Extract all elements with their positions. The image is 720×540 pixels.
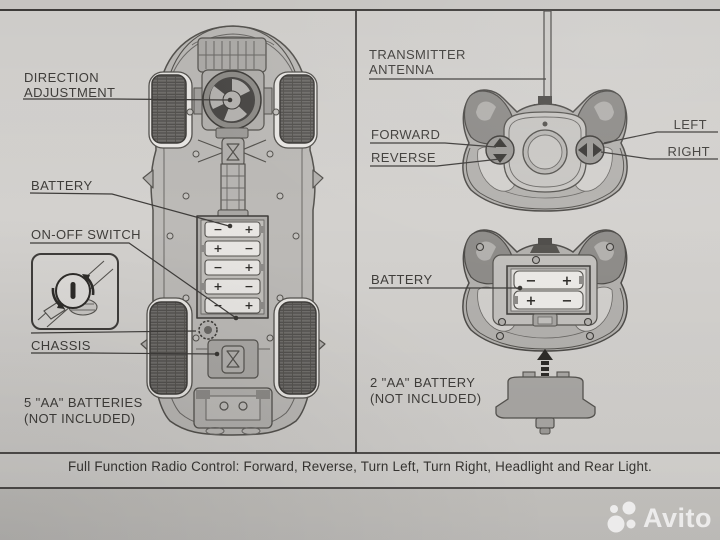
direction-adjustment-gear bbox=[193, 69, 273, 139]
power-symbol bbox=[70, 282, 76, 299]
car-bottom-view-illustration: − + + − − + + − − + bbox=[140, 25, 326, 436]
label-left: LEFT bbox=[673, 117, 707, 132]
label-forward: FORWARD bbox=[371, 127, 441, 142]
front-left-wheel bbox=[148, 71, 193, 149]
battery-cover bbox=[495, 371, 596, 435]
label-chassis: CHASSIS bbox=[31, 338, 91, 353]
footer-caption: Full Function Radio Control: Forward, Re… bbox=[68, 459, 652, 474]
avito-logo-icon bbox=[607, 501, 636, 533]
chassis-screws bbox=[166, 108, 300, 342]
tx-cell1-right-sign: + bbox=[562, 274, 573, 289]
label-direction-adjustment: DIRECTION ADJUSTMENT bbox=[24, 70, 116, 100]
rear-right-wheel bbox=[273, 297, 320, 399]
cell2-right-sign: − bbox=[244, 242, 253, 255]
note-transmitter-batteries: 2 "AA" BATTERY (NOT INCLUDED) bbox=[370, 375, 482, 406]
on-off-switch-inset bbox=[31, 253, 119, 330]
rear-left-wheel bbox=[146, 297, 193, 399]
page-frame bbox=[0, 9, 720, 489]
label-reverse: REVERSE bbox=[371, 150, 436, 165]
forward-reverse-button bbox=[485, 135, 515, 165]
cell2-left-sign: + bbox=[213, 242, 222, 255]
watermark: Avito bbox=[604, 498, 720, 538]
label-right: RIGHT bbox=[667, 144, 710, 159]
note-car-batteries: 5 "AA" BATTERIES (NOT INCLUDED) bbox=[24, 395, 143, 426]
tx-cell2-left-sign: + bbox=[526, 294, 537, 309]
tx-cell2-right-sign: − bbox=[562, 294, 573, 309]
front-axle-brace bbox=[197, 137, 267, 167]
car-on-off-switch-knob bbox=[198, 320, 218, 340]
rear-gearbox bbox=[196, 339, 270, 379]
cell5-right-sign: + bbox=[244, 299, 253, 312]
cell3-right-sign: + bbox=[244, 261, 253, 274]
label-transmitter-battery: BATTERY bbox=[371, 272, 433, 287]
car-battery-compartment: − + + − − + + − − + bbox=[196, 215, 269, 319]
cell4-left-sign: + bbox=[213, 280, 222, 293]
label-on-off-switch: ON-OFF SWITCH bbox=[31, 227, 141, 242]
cell3-left-sign: − bbox=[213, 261, 222, 274]
battery-cover-insert-arrow bbox=[537, 349, 553, 376]
cell1-right-sign: + bbox=[244, 223, 253, 236]
label-car-battery: BATTERY bbox=[31, 178, 93, 193]
cell4-right-sign: − bbox=[244, 280, 253, 293]
drive-shaft bbox=[217, 163, 249, 223]
transmitter-screws bbox=[475, 242, 615, 341]
cell1-left-sign: − bbox=[213, 223, 222, 236]
label-transmitter-antenna: TRANSMITTER ANTENNA bbox=[369, 47, 466, 77]
transmitter-back-view: − + + − bbox=[462, 229, 628, 352]
transmitter-antenna bbox=[543, 10, 552, 104]
transmitter-battery-compartment: − + + − bbox=[506, 265, 591, 315]
left-right-button bbox=[575, 135, 605, 165]
rear-bumper bbox=[193, 387, 273, 435]
leader-dots bbox=[214, 97, 523, 357]
avito-wordmark: Avito bbox=[643, 502, 712, 533]
leader-lines bbox=[23, 78, 718, 355]
front-right-wheel bbox=[273, 71, 318, 149]
transmitter-front-view bbox=[462, 10, 628, 212]
tx-cell1-left-sign: − bbox=[526, 274, 537, 289]
car-battery-cells bbox=[201, 221, 264, 314]
